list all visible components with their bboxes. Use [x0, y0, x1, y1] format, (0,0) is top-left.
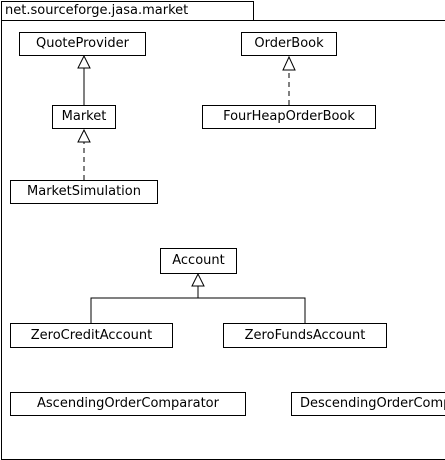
class-ascendingordercomparator-label: AscendingOrderComparator: [37, 396, 219, 411]
class-marketsimulation[interactable]: MarketSimulation: [10, 180, 158, 204]
class-quoteprovider-label: QuoteProvider: [35, 36, 130, 51]
package-name: net.sourceforge.jasa.market: [5, 3, 189, 18]
account-generalization-arrowhead: [191, 272, 205, 287]
marketsimulation-implements-market-arrowhead: [77, 128, 91, 143]
package-tab: net.sourceforge.jasa.market: [1, 1, 254, 20]
class-descendingordercomparator-label: DescendingOrderComparator: [300, 396, 445, 411]
class-market-label: Market: [61, 109, 107, 124]
fourheap-implements-orderbook-arrowhead: [282, 55, 296, 71]
class-account[interactable]: Account: [160, 248, 237, 274]
class-zerofundsaccount-label: ZeroFundsAccount: [244, 328, 366, 343]
market-extends-quoteprovider-arrowhead: [77, 54, 91, 69]
class-ascendingordercomparator[interactable]: AscendingOrderComparator: [10, 392, 246, 416]
class-fourheaporderbook[interactable]: FourHeapOrderBook: [202, 105, 376, 129]
class-zerocreditaccount[interactable]: ZeroCreditAccount: [10, 323, 173, 348]
class-market[interactable]: Market: [52, 105, 116, 129]
class-marketsimulation-label: MarketSimulation: [27, 184, 141, 199]
class-orderbook[interactable]: OrderBook: [241, 32, 337, 56]
class-zerofundsaccount[interactable]: ZeroFundsAccount: [223, 323, 387, 348]
account-subclass-connector: [90, 297, 306, 323]
class-fourheaporderbook-label: FourHeapOrderBook: [223, 109, 355, 124]
class-zerocreditaccount-label: ZeroCreditAccount: [30, 328, 153, 343]
class-descendingordercomparator[interactable]: DescendingOrderComparator: [291, 392, 445, 416]
class-account-label: Account: [172, 253, 225, 268]
class-orderbook-label: OrderBook: [254, 36, 324, 51]
class-quoteprovider[interactable]: QuoteProvider: [19, 32, 146, 56]
relationship-lines: [77, 54, 306, 323]
